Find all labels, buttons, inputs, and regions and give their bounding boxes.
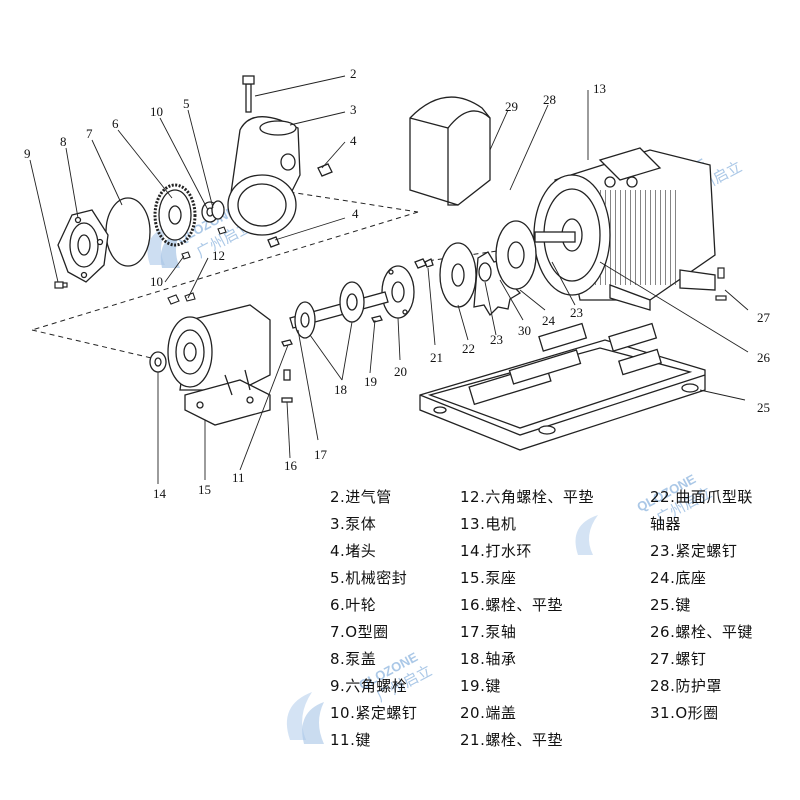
callout-21: 21 (430, 350, 443, 365)
legend-item: 22.曲面爪型联 (650, 488, 753, 506)
callout-15: 15 (198, 482, 211, 497)
callout-24: 24 (542, 313, 556, 328)
legend-item: 6.叶轮 (330, 596, 377, 614)
legend-item: 12.六角螺栓、平垫 (460, 488, 594, 506)
legend-item: 10.紧定螺钉 (330, 704, 418, 722)
callout-11: 11 (232, 470, 245, 485)
coupling (439, 220, 537, 317)
callout-12: 12 (212, 248, 225, 263)
legend-item: 8.泵盖 (330, 650, 377, 668)
pump-cover (57, 209, 109, 283)
callout-numbers: 2 3 4 4 5 6 7 8 9 10 10 12 11 13 14 15 1… (24, 66, 771, 501)
water-ring (149, 351, 167, 373)
legend-item: 7.O型圈 (330, 623, 389, 641)
callout-29: 29 (505, 99, 518, 114)
small-fasteners (167, 226, 227, 305)
motor-screw (715, 267, 727, 301)
legend-item: 21.螺栓、平垫 (460, 731, 563, 749)
parts-legend: 2.进气管 3.泵体 4.堵头 5.机械密封 6.叶轮 7.O型圈 8.泵盖 9… (330, 486, 790, 786)
legend-item: 4.堵头 (330, 542, 377, 560)
hex-bolt (54, 281, 68, 289)
callout-3: 3 (350, 102, 357, 117)
legend-item: 15.泵座 (460, 569, 517, 587)
callout-22: 22 (462, 341, 475, 356)
impeller (153, 183, 197, 247)
callout-19: 19 (364, 374, 377, 389)
pump-shaft (281, 258, 434, 403)
o-ring (105, 197, 151, 267)
legend-item: 13.电机 (460, 515, 517, 533)
legend-item: 26.螺栓、平键 (650, 623, 753, 641)
legend-item: 11.键 (330, 731, 371, 749)
callout-10: 10 (150, 274, 163, 289)
callout-6: 6 (112, 116, 119, 131)
callout-5: 5 (183, 96, 190, 111)
callout-23: 23 (490, 332, 503, 347)
legend-item: 3.泵体 (330, 515, 377, 533)
legend-item: 23.紧定螺钉 (650, 542, 738, 560)
callout-23: 23 (570, 305, 583, 320)
motor (533, 147, 716, 311)
legend-item: 16.螺栓、平垫 (460, 596, 563, 614)
callout-10: 10 (150, 104, 163, 119)
legend-item: 18.轴承 (460, 650, 517, 668)
callout-16: 16 (284, 458, 298, 473)
callout-20: 20 (394, 364, 407, 379)
pump-body (227, 75, 333, 248)
protective-cover (409, 96, 491, 206)
legend-item: 14.打水环 (460, 542, 532, 560)
callout-7: 7 (86, 126, 93, 141)
base-plate (419, 322, 706, 451)
callout-27: 27 (757, 310, 771, 325)
legend-item: 轴器 (650, 515, 682, 533)
end-cover (381, 258, 427, 319)
legend-item: 19.键 (460, 677, 501, 695)
callout-17: 17 (314, 447, 328, 462)
legend-item: 20.端盖 (460, 704, 517, 722)
callout-28: 28 (543, 92, 556, 107)
callout-30: 30 (518, 323, 531, 338)
callout-2: 2 (350, 66, 357, 81)
legend-item: 25.键 (650, 596, 691, 614)
callout-18: 18 (334, 382, 347, 397)
callout-9: 9 (24, 146, 31, 161)
callout-26: 26 (757, 350, 771, 365)
callout-8: 8 (60, 134, 67, 149)
legend-item: 9.六角螺栓 (330, 677, 408, 695)
callout-25: 25 (757, 400, 770, 415)
legend-item: 28.防护罩 (650, 677, 722, 695)
callout-14: 14 (153, 486, 167, 501)
legend-item: 24.底座 (650, 569, 707, 587)
legend-item: 5.机械密封 (330, 569, 408, 587)
legend-item: 2.进气管 (330, 488, 392, 506)
legend-item: 27.螺钉 (650, 650, 707, 668)
pump-seat (167, 304, 271, 426)
callout-4: 4 (352, 206, 359, 221)
legend-item: 17.泵轴 (460, 623, 517, 641)
callout-4: 4 (350, 133, 357, 148)
leader-lines (29, 75, 749, 484)
legend-item: 31.O形圈 (650, 704, 719, 722)
callout-13: 13 (593, 81, 606, 96)
